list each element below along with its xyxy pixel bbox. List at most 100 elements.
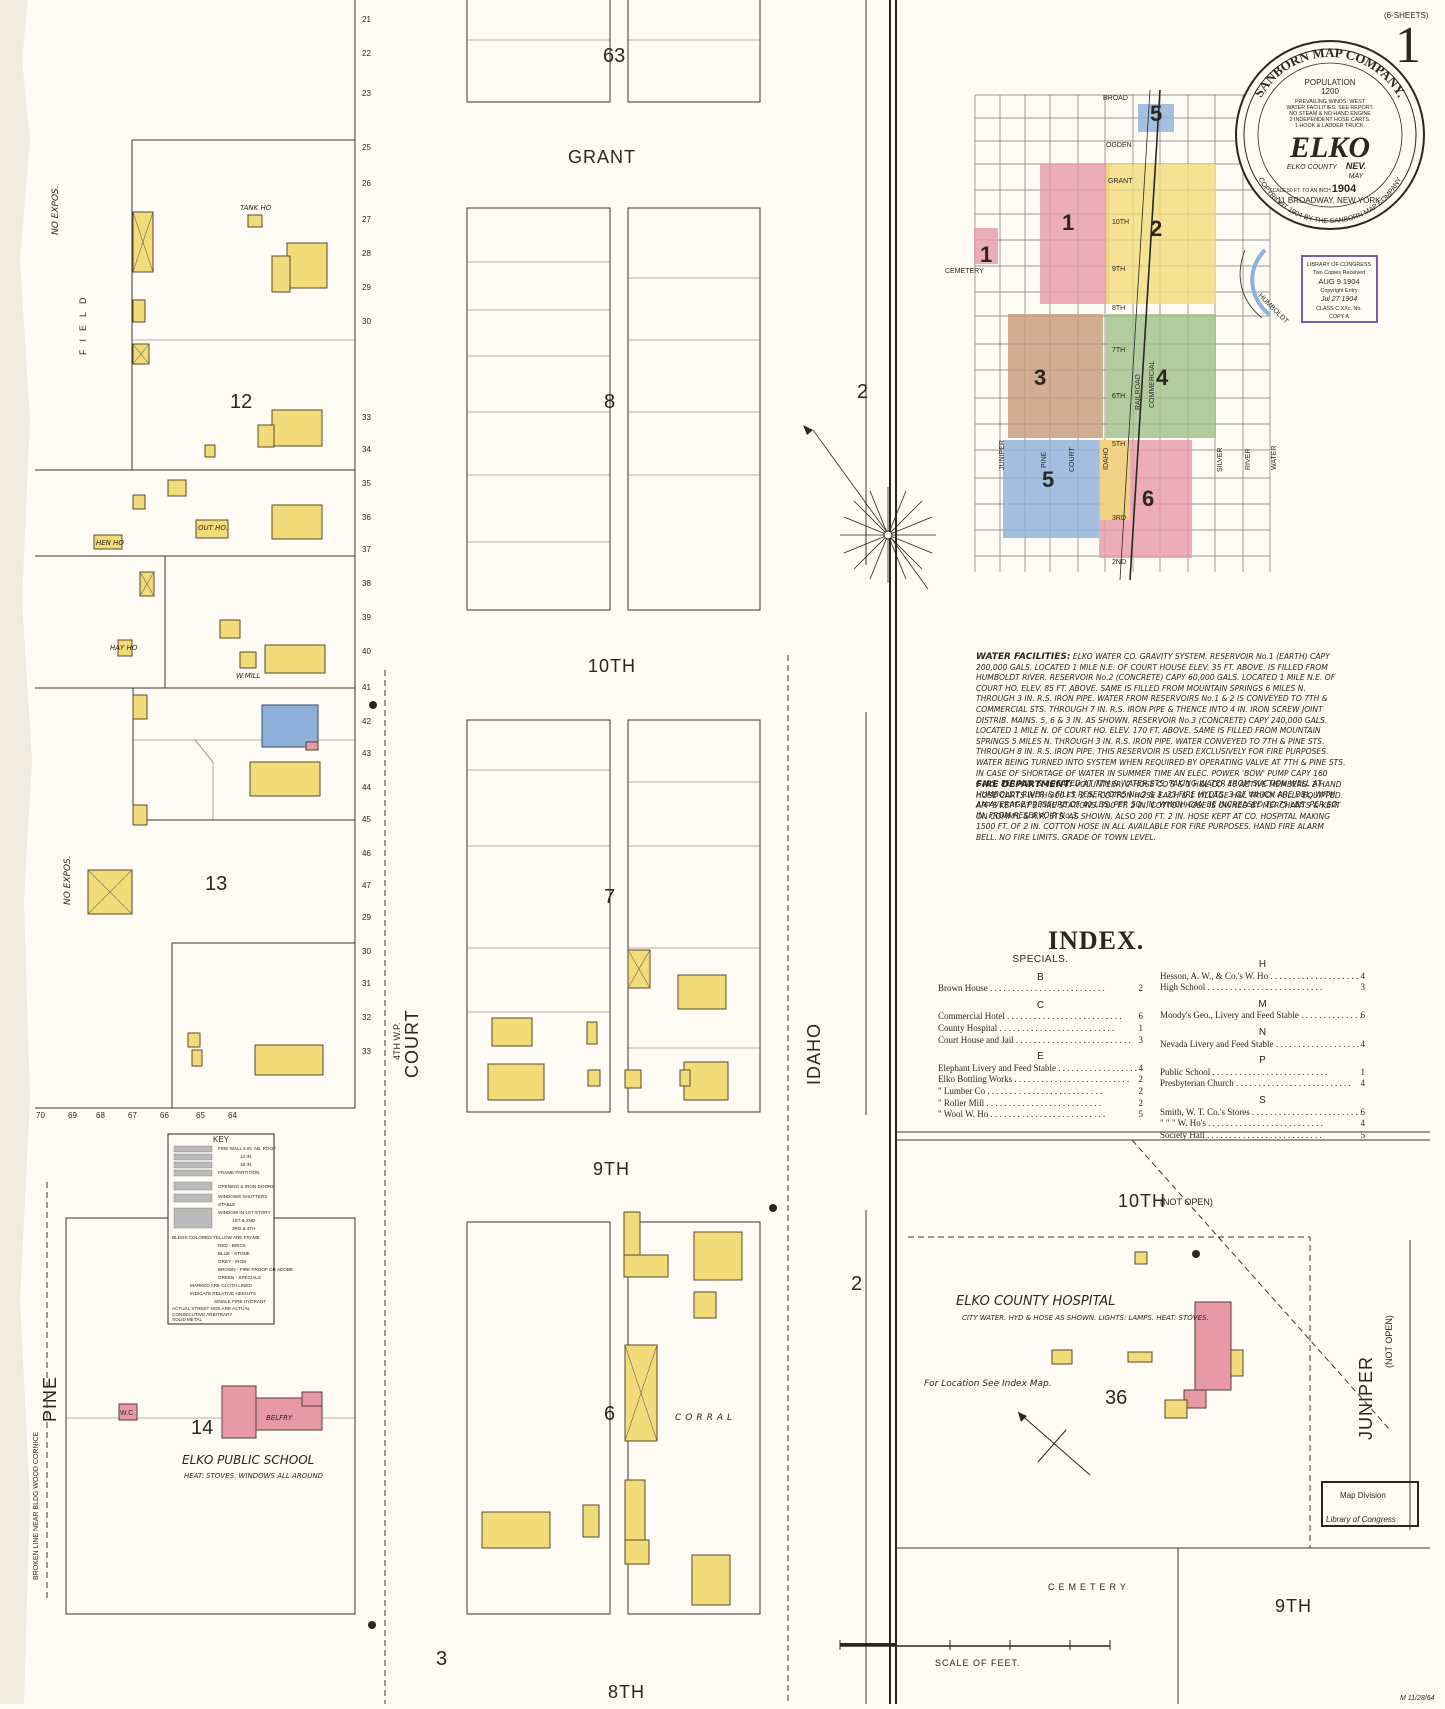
index-entry-name: Brown House . . . . . . . . . . . . . . …	[938, 983, 1105, 994]
svg-text:25: 25	[362, 143, 371, 152]
svg-text:26: 26	[362, 179, 371, 188]
key-item: FIRE WALL 6 IN. AB. ROOF	[218, 1146, 276, 1151]
dwelling-frame	[249, 761, 321, 797]
index-entry-sheet: 4	[1360, 970, 1366, 981]
frame-building	[623, 1254, 669, 1278]
sheet-count-note: (6-SHEETS)	[1384, 11, 1429, 20]
stamp-line: Jul 27 1904	[1320, 296, 1357, 303]
index-letter: N	[1258, 1026, 1267, 1038]
keymap-street-river: RIVER	[1245, 449, 1252, 470]
block-number-13: 13	[205, 873, 227, 895]
keymap-street-7th: 7TH	[1112, 347, 1125, 354]
index-entry-sheet: 5	[1360, 1129, 1366, 1140]
hospital-porch	[1230, 1349, 1244, 1377]
index-entry-name: Elko Bottling Works . . . . . . . . . . …	[938, 1074, 1130, 1085]
stone-building	[261, 704, 319, 748]
index-title: INDEX.	[1048, 926, 1145, 955]
frame-building	[167, 479, 187, 497]
index-entry-name: Commercial Hotel . . . . . . . . . . . .…	[938, 1011, 1122, 1022]
street-8th: 8TH	[608, 1682, 645, 1702]
map-division-stamp	[1321, 1481, 1419, 1527]
block-63: 63	[466, 0, 761, 103]
index-entry: " Wool W. Ho . . . . . . . . . . . . . .…	[938, 1109, 1143, 1121]
svg-text:41: 41	[362, 683, 371, 692]
public-school-heat: HEAT: STOVES. WINDOWS ALL AROUND	[184, 1472, 324, 1480]
library-of-congress-stamp: LIBRARY OF CONGRESS Two Copies Received …	[1301, 255, 1378, 323]
block-6: 6 CORRAL	[466, 1211, 761, 1615]
not-open-label: (NOT OPEN)	[1160, 1197, 1213, 1207]
hospital-laundry	[1164, 1399, 1188, 1419]
street-9th: 9TH	[593, 1159, 630, 1179]
index-entry-sheet: 6	[1360, 1010, 1366, 1021]
keymap-street-juniper: JUNIPER	[999, 440, 1006, 470]
index-entry-name: " Wool W. Ho . . . . . . . . . . . . . .…	[938, 1109, 1106, 1120]
seal-line: NO STEAM & NO HAND ENGINE	[1289, 111, 1371, 117]
index-entry-name: Presbyterian Church . . . . . . . . . . …	[1160, 1078, 1351, 1089]
seal-town: ELKO	[1289, 131, 1370, 164]
svg-text:44: 44	[362, 783, 371, 792]
fire-department-note: FIRE DEPARTMENT: VOLUNTEER, 2 HOSE CO'S …	[976, 780, 1346, 844]
index-entry: Commercial Hotel . . . . . . . . . . . .…	[938, 1011, 1143, 1023]
keymap-street-6th: 6TH	[1112, 393, 1125, 400]
key-item: 18 IN.	[240, 1162, 252, 1167]
svg-text:43: 43	[362, 749, 371, 758]
frame-building	[679, 1069, 691, 1087]
street-10th: 10TH	[588, 656, 636, 676]
sheet-number: 1	[1395, 17, 1421, 74]
index-entry-sheet: 6	[1360, 1106, 1366, 1117]
no-expos-label-1: NO EXPOS.	[51, 185, 61, 235]
hydrant-marker	[369, 701, 377, 709]
dwelling-frame	[491, 1017, 533, 1047]
index-entry: Presbyterian Church . . . . . . . . . . …	[1160, 1078, 1365, 1090]
dwelling-frame	[693, 1291, 717, 1319]
corral-label: CORRAL	[675, 1413, 736, 1423]
index-letter: C	[1036, 999, 1045, 1011]
hospital-name: ELKO COUNTY HOSPITAL	[956, 1294, 1115, 1309]
field-label: FIELD	[78, 289, 88, 355]
index-entry-name: Society Hall . . . . . . . . . . . . . .…	[1160, 1129, 1322, 1140]
index-letter: S	[1259, 1094, 1266, 1106]
library-text: Library of Congress	[1326, 1515, 1396, 1524]
street-pine: PINE	[40, 1376, 60, 1422]
svg-text:29: 29	[362, 913, 371, 922]
cemetery-label: CEMETERY	[1048, 1582, 1130, 1592]
block-14: 14 W.C. BELFRY ELKO PUBLIC SCHOOL HEAT: …	[65, 1217, 356, 1615]
index-letter: P	[1259, 1055, 1266, 1067]
date-note: M 11/28/64	[1400, 1695, 1435, 1702]
keymap-street-10th: 10TH	[1112, 219, 1129, 226]
hospital-annex	[1183, 1389, 1207, 1409]
index-entry: Society Hall . . . . . . . . . . . . . .…	[1160, 1130, 1365, 1142]
hen-house	[93, 534, 123, 550]
street-grant: GRANT	[568, 147, 636, 167]
keymap-street-3rd: 3RD	[1112, 515, 1126, 522]
svg-text:37: 37	[362, 545, 371, 554]
svg-text:38: 38	[362, 579, 371, 588]
index-entry-sheet: 2	[1138, 1085, 1144, 1096]
key-item: 1ST & 2ND	[232, 1218, 256, 1223]
water-closet	[118, 1403, 138, 1421]
keymap-street-pine: PINE	[1041, 451, 1048, 468]
out-house-label: OUT HO.	[198, 524, 228, 532]
keymap-street-5th: 5TH	[1112, 441, 1125, 448]
seal-population-label: POPULATION	[1305, 78, 1356, 87]
block-number-12: 12	[230, 391, 252, 413]
for-location-note: For Location See Index Map.	[924, 1379, 1052, 1389]
frame-building	[247, 214, 263, 228]
keymap-street-idaho: IDAHO	[1103, 447, 1110, 470]
index-entry-sheet: 2	[1138, 1097, 1144, 1108]
index-letter: M	[1258, 998, 1267, 1010]
svg-text:64: 64	[228, 1111, 237, 1120]
stamp-date: AUG 9 1904	[1318, 277, 1359, 286]
water-facilities-note: WATER FACILITIES: ELKO WATER CO. GRAVITY…	[976, 652, 1346, 822]
hay-house	[117, 639, 133, 657]
brick-addition	[305, 741, 319, 751]
dwelling-frame	[481, 1511, 551, 1549]
svg-text:45: 45	[362, 815, 371, 824]
street-court: COURT	[402, 1009, 422, 1078]
index-entry: County Hospital . . . . . . . . . . . . …	[938, 1023, 1143, 1035]
key-item: OPENING & IRON DOORS	[218, 1184, 274, 1189]
svg-text:65: 65	[196, 1111, 205, 1120]
index-entry: Smith, W. T. Co.'s Stores . . . . . . . …	[1160, 1107, 1365, 1119]
